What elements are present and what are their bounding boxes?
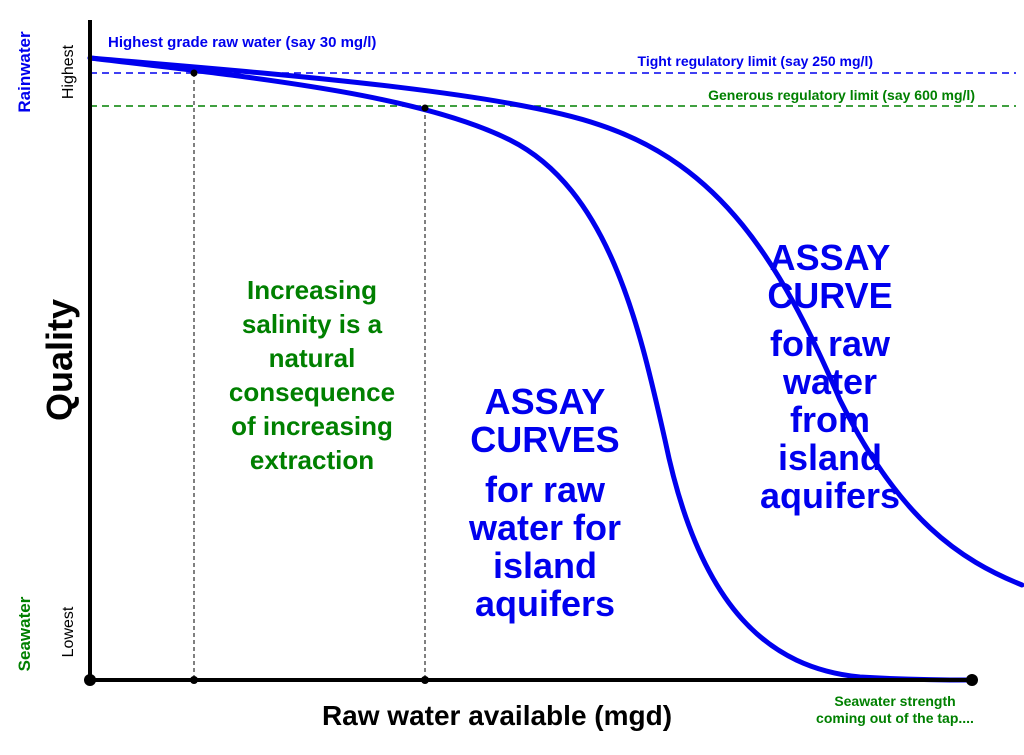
assay-curve-body-line: island [778, 437, 882, 478]
assay-curve-label: ASSAY CURVE for raw water from island aq… [760, 237, 900, 516]
assay-curve-body-line: for raw [770, 323, 891, 364]
point-origin [84, 674, 96, 686]
point-seawater [966, 674, 978, 686]
seawater-tap-label: coming out of the tap.... [816, 710, 974, 726]
assay-curve-body-line: water [782, 361, 877, 402]
y-axis-title: Quality [39, 299, 80, 421]
assay-curves-body-line: aquifers [475, 583, 615, 624]
assay-curves-heading-line: CURVES [470, 419, 619, 460]
point-x-generous [421, 676, 429, 684]
generous-limit-label: Generous regulatory limit (say 600 mg/l) [708, 87, 975, 103]
assay-curve-body-line: from [790, 399, 870, 440]
seawater-strength-label: Seawater strength [834, 693, 955, 709]
assay-curve-steep [87, 55, 975, 683]
assay-curve-heading-line: CURVE [767, 275, 892, 316]
salinity-note-line: of increasing [231, 411, 393, 441]
assay-curve-body-line: aquifers [760, 475, 900, 516]
y-axis-seawater-label: Seawater [15, 596, 34, 671]
point-tight-limit [190, 69, 198, 77]
assay-curves-heading-line: ASSAY [485, 381, 606, 422]
assay-curve-gradual [87, 55, 1024, 588]
salinity-note: Increasing salinity is a natural consequ… [229, 275, 395, 475]
y-axis-lowest-label: Lowest [60, 606, 77, 657]
salinity-note-line: salinity is a [242, 309, 383, 339]
y-axis-highest-label: Highest [60, 44, 77, 99]
salinity-note-line: Increasing [247, 275, 377, 305]
highest-grade-label: Highest grade raw water (say 30 mg/l) [108, 34, 376, 51]
tight-limit-label: Tight regulatory limit (say 250 mg/l) [638, 53, 873, 69]
point-generous-limit [421, 104, 429, 112]
salinity-note-line: extraction [250, 445, 374, 475]
assay-curves-body-line: for raw [485, 469, 606, 510]
assay-curves-body-line: water for [468, 507, 621, 548]
point-x-tight [190, 676, 198, 684]
x-axis-title: Raw water available (mgd) [322, 700, 672, 731]
y-axis-rainwater-label: Rainwater [15, 31, 34, 113]
assay-curves-body-line: island [493, 545, 597, 586]
salinity-note-line: natural [269, 343, 356, 373]
assay-curve-heading-line: ASSAY [770, 237, 891, 278]
salinity-note-line: consequence [229, 377, 395, 407]
assay-curves-label: ASSAY CURVES for raw water for island aq… [468, 381, 621, 624]
